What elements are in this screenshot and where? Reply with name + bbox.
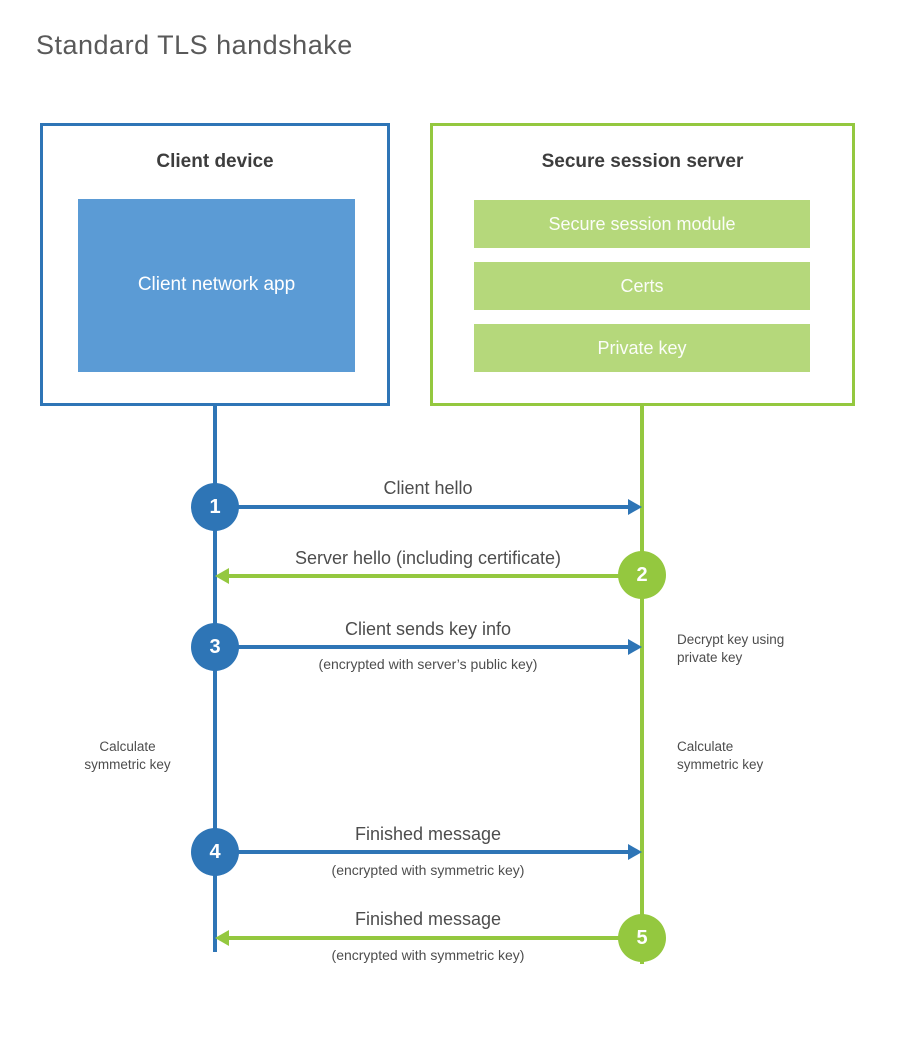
server-lifeline — [640, 406, 644, 964]
client-network-app-label: Client network app — [137, 274, 296, 296]
step3-sublabel: (encrypted with server’s public key) — [318, 656, 538, 672]
step2-arrow-line — [229, 574, 642, 578]
step5-circle: 5 — [618, 914, 666, 962]
secure-session-server-title: Secure session server — [541, 151, 744, 172]
step2-circle: 2 — [618, 551, 666, 599]
client-device-title: Client device — [156, 151, 274, 172]
step3-arrowhead-icon — [628, 639, 642, 655]
step4-sublabel: (encrypted with symmetric key) — [331, 862, 525, 878]
decrypt-key-note: Decrypt key using private key — [677, 632, 785, 666]
calculate-symmetric-key-note-server: Calculate symmetric key — [677, 739, 764, 773]
calculate-symmetric-key-note-client: Calculate symmetric key — [84, 739, 171, 773]
step4-arrowhead-icon — [628, 844, 642, 860]
server-module-secure-session-module: Secure session module — [474, 200, 810, 248]
step3-arrow-line — [215, 645, 628, 649]
page-title: Standard TLS handshake — [36, 30, 353, 60]
server-module-private-key: Private key — [474, 324, 810, 372]
step5-arrowhead-icon — [215, 930, 229, 946]
step3-label: Client sends key info — [344, 619, 512, 639]
step1-circle: 1 — [191, 483, 239, 531]
step2-label: Server hello (including certificate) — [294, 548, 562, 568]
step4-label: Finished message — [354, 824, 502, 844]
server-module-certs: Certs — [474, 262, 810, 310]
step4-circle: 4 — [191, 828, 239, 876]
step4-arrow-line — [215, 850, 628, 854]
step5-arrow-line — [229, 936, 642, 940]
client-network-app-box: Client network app — [78, 199, 355, 372]
step3-circle: 3 — [191, 623, 239, 671]
step1-label: Client hello — [383, 478, 473, 498]
step1-arrow-line — [215, 505, 628, 509]
step5-label: Finished message — [354, 909, 502, 929]
client-lifeline — [213, 406, 217, 952]
step1-arrowhead-icon — [628, 499, 642, 515]
step5-sublabel: (encrypted with symmetric key) — [331, 947, 525, 963]
step2-arrowhead-icon — [215, 568, 229, 584]
